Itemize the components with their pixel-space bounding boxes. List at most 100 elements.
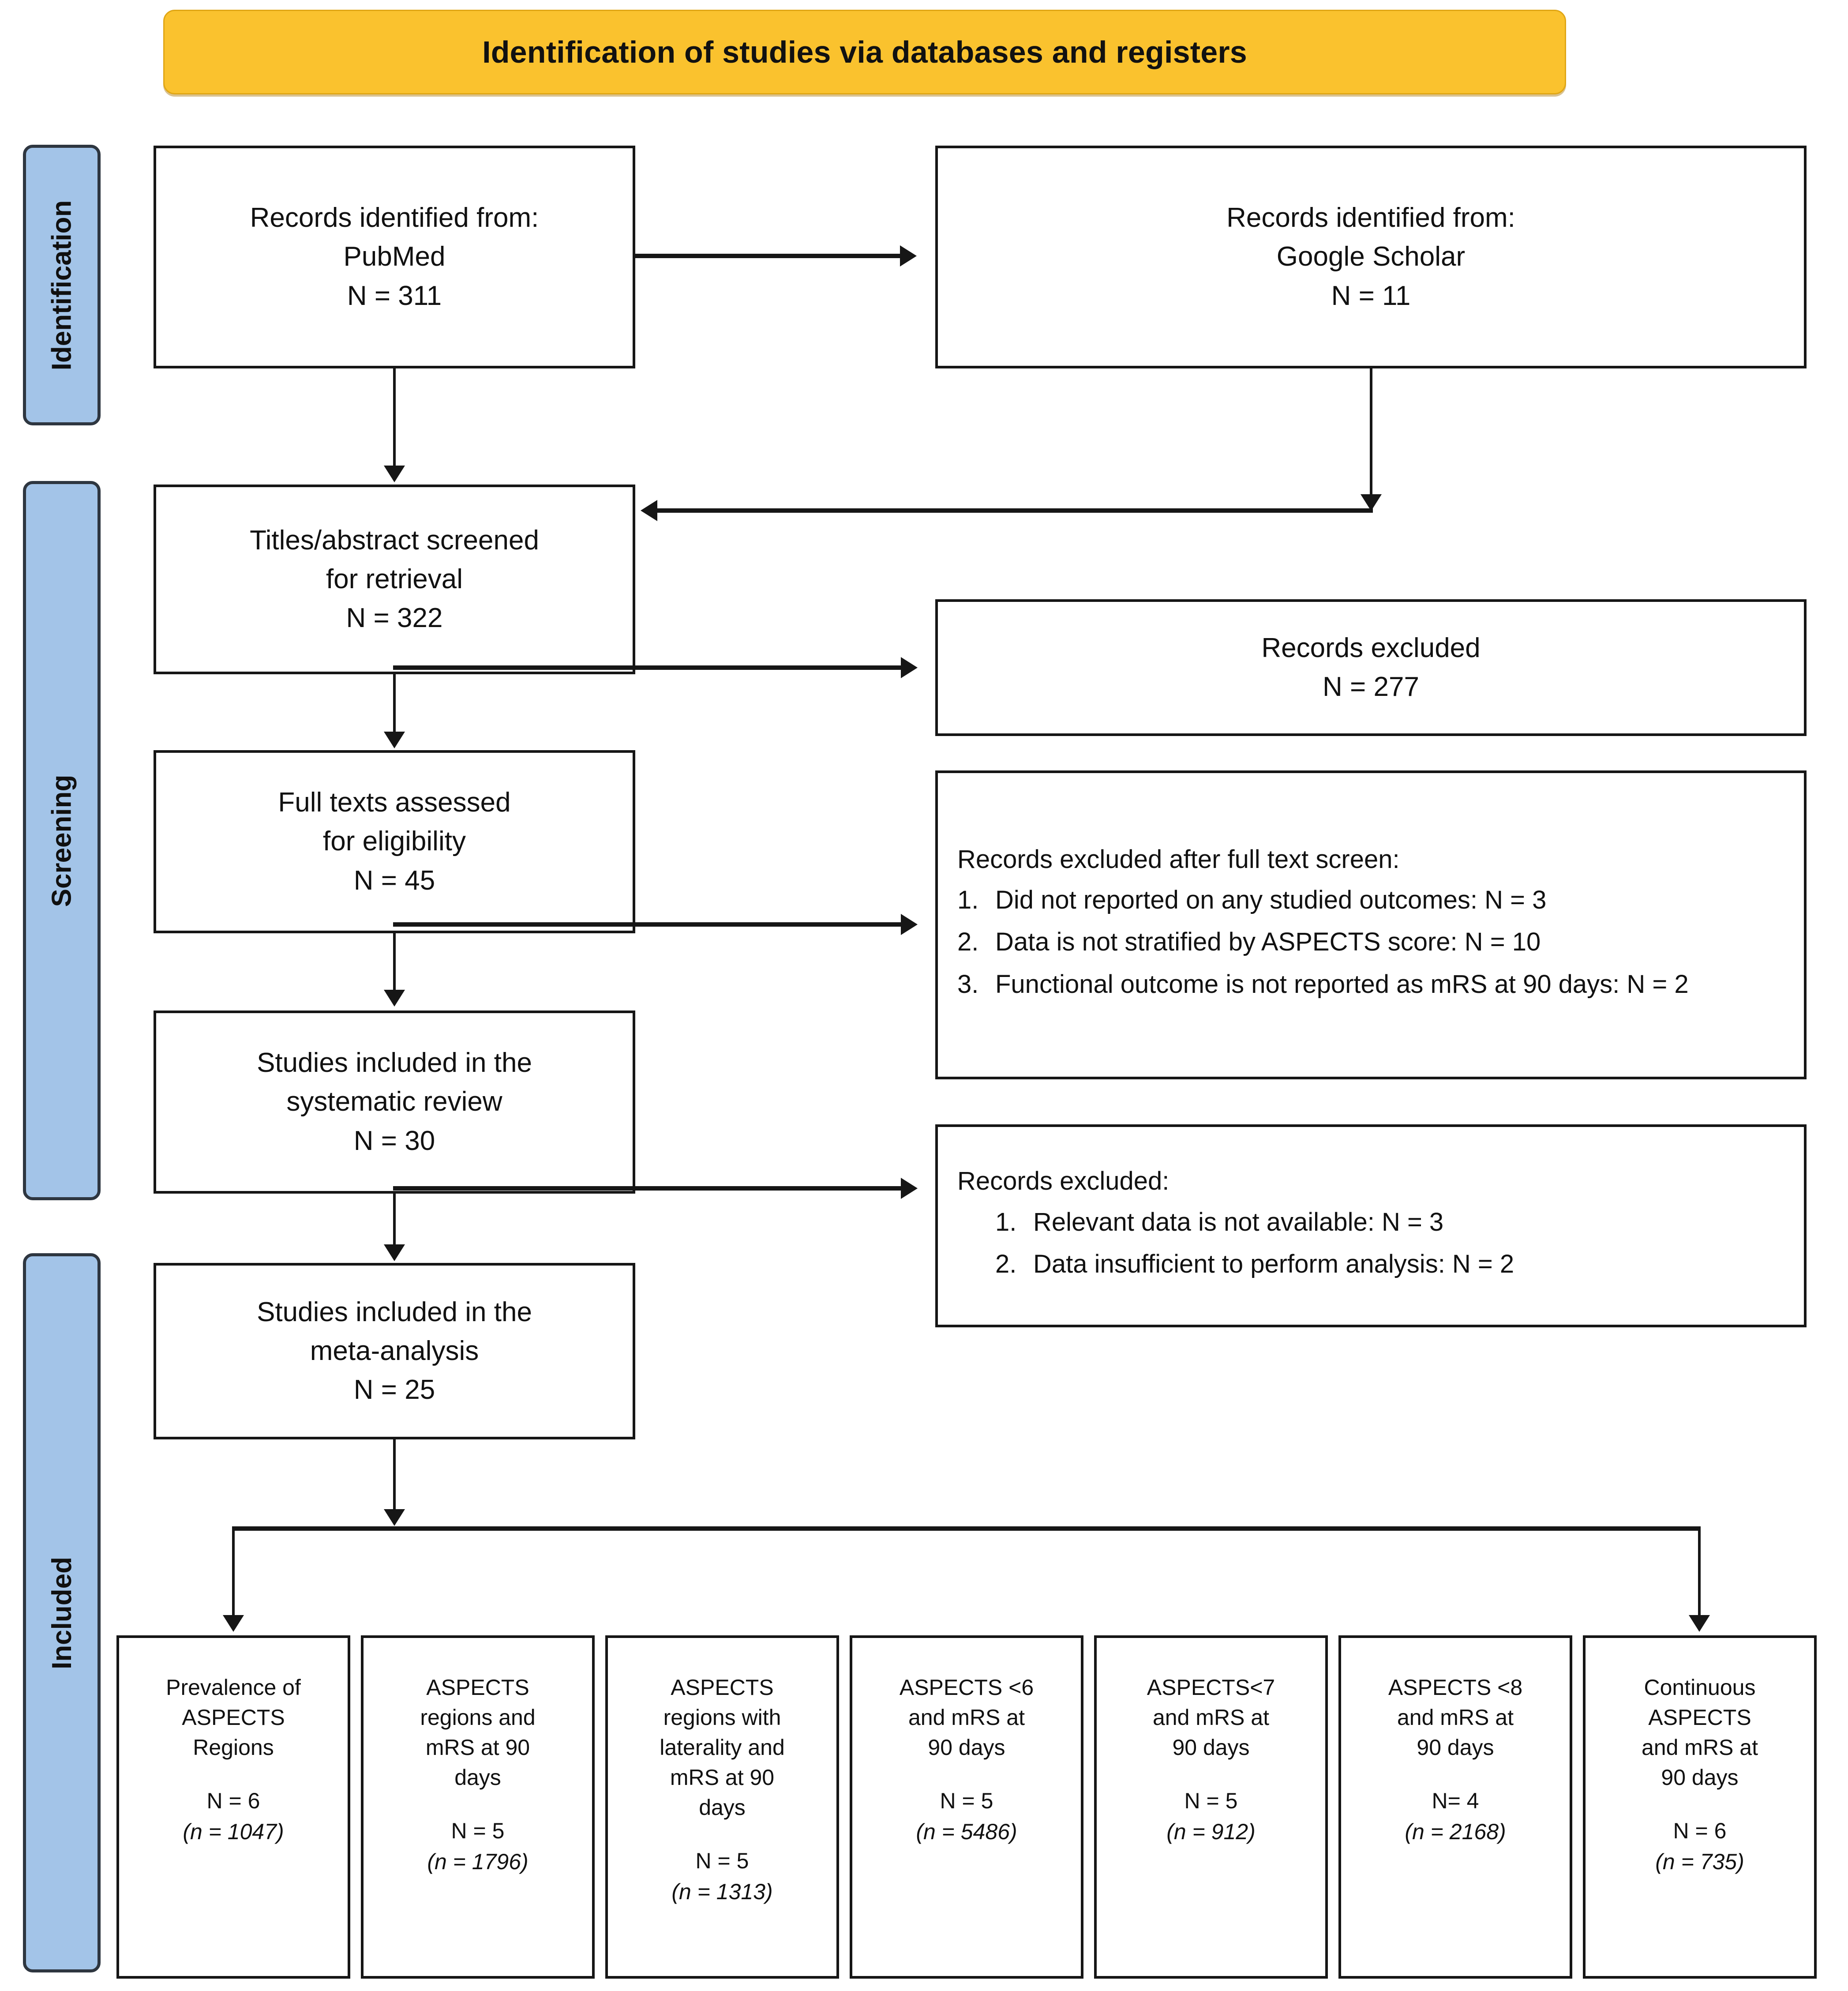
excluded3-item-number: 1. [995, 1207, 1017, 1236]
excluded2-item-number: 1. [957, 885, 979, 914]
connector-systematic-to-excluded3-line [393, 1186, 903, 1191]
excluded2-item-text: Data is not stratified by ASPECTS score:… [995, 928, 1541, 957]
outcome-patient-count: (n = 1047) [183, 1819, 284, 1844]
outcome-patient-count: (n = 2168) [1405, 1819, 1506, 1844]
connector-meta-down-arrow [384, 1509, 405, 1526]
outcome-title: ASPECTS <8 and mRS at 90 days [1388, 1675, 1523, 1760]
outcome-box: ASPECTS <8 and mRS at 90 days N= 4 (n = … [1338, 1635, 1572, 1979]
box-records-identified-google-scholar: Records identified from: Google Scholar … [935, 146, 1807, 368]
outcome-patient-count: (n = 5486) [916, 1819, 1017, 1844]
stage-label-included: Included [46, 1556, 77, 1669]
excluded2-list: 1. Did not reported on any studied outco… [957, 882, 1689, 1008]
outcome-patient-count: (n = 912) [1166, 1819, 1256, 1844]
box-titles-abstracts-screened: Titles/abstract screened for retrieval N… [154, 485, 635, 674]
connector-pubmed-to-scholar-arrow [900, 245, 917, 267]
connector-systematic-to-excluded3-arrow [901, 1178, 918, 1199]
box-records-excluded-after-full-text: Records excluded after full text screen:… [935, 770, 1807, 1079]
connector-fulltext-to-systematic-line [393, 933, 396, 991]
excluded3-item-number: 2. [995, 1250, 1017, 1279]
outcome-study-count: N = 5 [1184, 1788, 1238, 1813]
outcome-counts: N = 5 (n = 1796) [427, 1815, 528, 1877]
stage-label-identification: Identification [46, 200, 77, 370]
connector-scholar-down-arrow [1361, 494, 1382, 511]
connector-pubmed-to-scholar-line [635, 254, 900, 258]
connector-pubmed-to-titles-arrow [384, 466, 405, 482]
connector-scholar-to-titles-line [657, 508, 1373, 513]
connector-scholar-to-titles-arrow [641, 500, 657, 521]
connector-pubmed-to-titles-line [393, 368, 396, 466]
outcome-patient-count: (n = 735) [1655, 1849, 1744, 1874]
outcome-title: ASPECTS regions with laterality and mRS … [660, 1675, 785, 1820]
excluded2-title: Records excluded after full text screen: [957, 845, 1400, 874]
excluded2-item: 1. Did not reported on any studied outco… [957, 882, 1689, 919]
box-fulltext-text: Full texts assessed for eligibility N = … [278, 787, 511, 896]
outcome-counts: N = 5 (n = 912) [1166, 1785, 1256, 1847]
box-pubmed-text: Records identified from: PubMed N = 311 [250, 203, 539, 311]
outcome-title: ASPECTS<7 and mRS at 90 days [1147, 1675, 1275, 1760]
box-meta-text: Studies included in the meta-analysis N … [257, 1296, 532, 1405]
excluded3-item-text: Relevant data is not available: N = 3 [1033, 1207, 1444, 1236]
outcome-counts: N= 4 (n = 2168) [1405, 1785, 1506, 1847]
connector-fulltext-to-excluded2-line [393, 922, 903, 927]
outcome-counts: N = 5 (n = 1313) [671, 1845, 772, 1907]
outcome-counts: N = 6 (n = 1047) [183, 1785, 284, 1847]
connector-titles-to-excluded1-line [393, 665, 903, 670]
box-records-excluded: Records excluded N = 277 [935, 599, 1807, 736]
outcome-box: ASPECTS <6 and mRS at 90 days N = 5 (n =… [850, 1635, 1083, 1979]
box-titles-text: Titles/abstract screened for retrieval N… [250, 525, 539, 634]
outcome-box: Prevalence of ASPECTS Regions N = 6 (n =… [116, 1635, 350, 1979]
connector-scholar-down-line [1370, 368, 1372, 505]
connector-bar-to-outcome-right-arrow [1689, 1615, 1710, 1632]
outcome-title: Continuous ASPECTS and mRS at 90 days [1641, 1675, 1758, 1790]
outcome-counts: N = 6 (n = 735) [1655, 1815, 1744, 1877]
connector-systematic-to-meta-arrow [384, 1244, 405, 1261]
diagram-title: Identification of studies via databases … [482, 35, 1247, 69]
outcome-study-count: N = 5 [451, 1818, 505, 1843]
connector-meta-down-line [393, 1439, 396, 1517]
excluded3-item: 2. Data insufficient to perform analysis… [995, 1246, 1514, 1283]
stage-label-screening: Screening [46, 774, 77, 907]
outcome-title: ASPECTS regions and mRS at 90 days [420, 1675, 536, 1790]
connector-outcome-distribution-bar [233, 1526, 1700, 1531]
box-excluded1-text: Records excluded N = 277 [1261, 632, 1481, 702]
connector-bar-to-outcome-left-line [232, 1526, 235, 1619]
outcome-counts: N = 5 (n = 5486) [916, 1785, 1017, 1847]
outcome-patient-count: (n = 1796) [427, 1849, 529, 1874]
outcome-title: Prevalence of ASPECTS Regions [166, 1675, 301, 1760]
outcome-study-count: N = 6 [1673, 1818, 1727, 1843]
connector-titles-to-fulltext-arrow [384, 732, 405, 748]
excluded2-item: 3. Functional outcome is not reported as… [957, 966, 1689, 1003]
connector-systematic-to-meta-line [393, 1194, 396, 1246]
excluded2-item: 2. Data is not stratified by ASPECTS sco… [957, 924, 1689, 961]
connector-titles-to-fulltext-line [393, 674, 396, 733]
connector-fulltext-to-excluded2-arrow [901, 914, 918, 935]
connector-titles-to-excluded1-arrow [901, 657, 918, 678]
connector-bar-to-outcome-right-line [1698, 1526, 1701, 1619]
stage-rail-screening: Screening [23, 481, 101, 1200]
outcome-box: Continuous ASPECTS and mRS at 90 days N … [1583, 1635, 1817, 1979]
excluded3-list: 1. Relevant data is not available: N = 3… [957, 1204, 1514, 1288]
outcome-box: ASPECTS regions with laterality and mRS … [605, 1635, 839, 1979]
connector-fulltext-to-systematic-arrow [384, 990, 405, 1007]
excluded2-item-text: Did not reported on any studied outcomes… [995, 885, 1547, 914]
outcome-title: ASPECTS <6 and mRS at 90 days [899, 1675, 1034, 1760]
excluded3-title: Records excluded: [957, 1167, 1170, 1196]
outcome-study-count: N= 4 [1432, 1788, 1479, 1813]
connector-bar-to-outcome-left-arrow [223, 1615, 244, 1632]
box-studies-included-systematic-review: Studies included in the systematic revie… [154, 1011, 635, 1194]
box-scholar-text: Records identified from: Google Scholar … [1226, 203, 1515, 311]
box-records-excluded-before-meta: Records excluded: 1. Relevant data is no… [935, 1124, 1807, 1327]
outcome-box: ASPECTS<7 and mRS at 90 days N = 5 (n = … [1094, 1635, 1328, 1979]
outcome-box: ASPECTS regions and mRS at 90 days N = 5… [361, 1635, 595, 1979]
box-full-texts-assessed: Full texts assessed for eligibility N = … [154, 750, 635, 933]
outcome-study-count: N = 5 [695, 1848, 749, 1873]
diagram-header-banner: Identification of studies via databases … [163, 10, 1566, 94]
outcome-patient-count: (n = 1313) [671, 1879, 773, 1904]
box-systematic-text: Studies included in the systematic revie… [257, 1048, 532, 1156]
excluded3-item-text: Data insufficient to perform analysis: N… [1033, 1250, 1514, 1279]
stage-rail-identification: Identification [23, 145, 101, 425]
outcome-study-count: N = 5 [940, 1788, 993, 1813]
outcome-study-count: N = 6 [206, 1788, 260, 1813]
excluded2-item-number: 2. [957, 928, 979, 957]
